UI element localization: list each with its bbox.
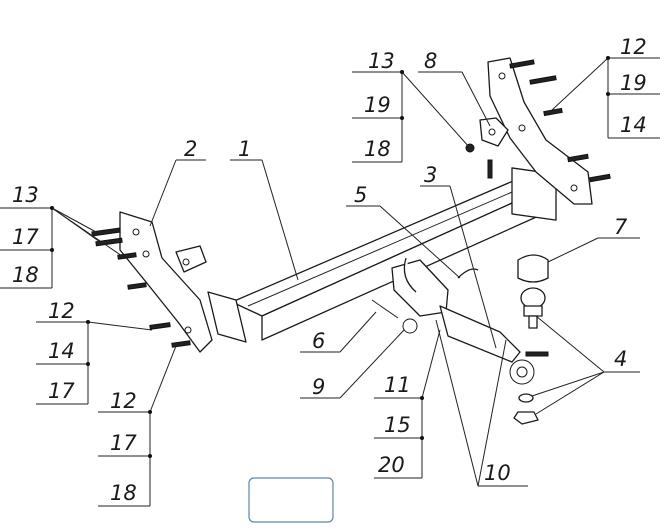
label-13-top: 13 xyxy=(368,49,395,73)
tow-ball-parts xyxy=(513,254,549,425)
label-19-right: 19 xyxy=(620,71,647,95)
label-17-left: 17 xyxy=(12,225,39,249)
label-12-right: 12 xyxy=(620,35,647,59)
callout-labels: 13 19 18 8 12 19 14 2 1 3 5 7 13 17 18 1… xyxy=(12,35,647,505)
label-1: 1 xyxy=(238,137,251,161)
label-18-top: 18 xyxy=(364,137,391,161)
label-10: 10 xyxy=(484,461,511,485)
label-8: 8 xyxy=(424,49,437,73)
label-14-mid: 14 xyxy=(48,339,75,363)
label-9: 9 xyxy=(312,375,325,399)
main-crossbeam xyxy=(207,167,557,343)
right-side-bracket xyxy=(487,57,593,205)
label-13-left: 13 xyxy=(12,183,39,207)
label-14-right: 14 xyxy=(620,113,647,137)
clamp-bracket xyxy=(479,117,509,147)
label-18-left: 18 xyxy=(12,263,39,287)
label-5: 5 xyxy=(354,183,367,207)
label-6: 6 xyxy=(312,329,325,353)
label-11: 11 xyxy=(384,373,411,397)
label-17-mid: 17 xyxy=(48,379,75,403)
label-3: 3 xyxy=(424,163,437,187)
label-19-top: 19 xyxy=(364,93,391,117)
label-4: 4 xyxy=(614,347,627,371)
leader-lines xyxy=(0,56,660,507)
label-20: 20 xyxy=(378,453,405,477)
left-bolts xyxy=(91,227,191,348)
label-15: 15 xyxy=(384,413,411,437)
label-7: 7 xyxy=(614,215,628,239)
label-12-bottom: 12 xyxy=(110,389,137,413)
hitch-assembly xyxy=(371,257,535,385)
label-2: 2 xyxy=(184,137,197,161)
label-18-bottom: 18 xyxy=(110,481,137,505)
label-12-mid: 12 xyxy=(48,299,75,323)
left-side-bracket xyxy=(119,211,213,353)
label-17-bottom: 17 xyxy=(110,431,137,455)
empty-frame xyxy=(248,477,334,523)
right-bolts xyxy=(465,59,611,357)
